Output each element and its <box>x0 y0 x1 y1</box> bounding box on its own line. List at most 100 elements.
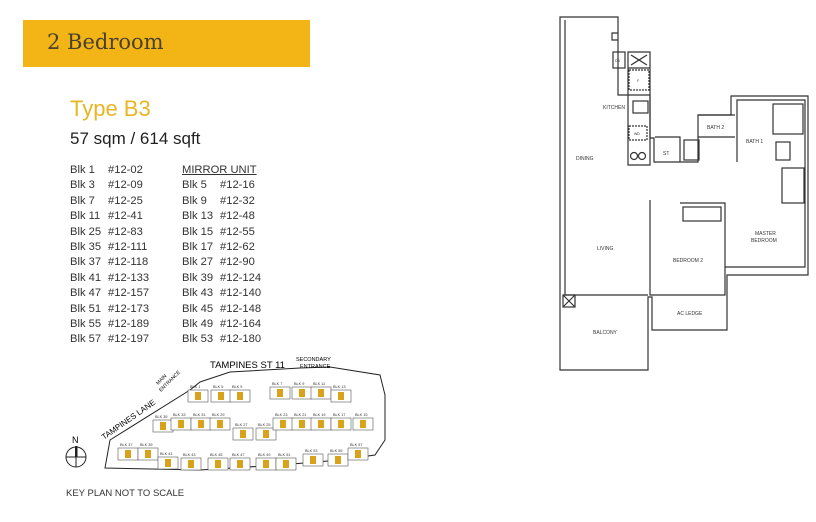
key-plan-block: BLK 41 <box>157 452 179 470</box>
block-label: BLK 9 <box>232 385 242 389</box>
unit-row: Blk 55 #12-189 <box>70 317 149 332</box>
key-plan-block: BLK 17 <box>330 413 352 431</box>
block-number: Blk 43 <box>182 287 214 300</box>
key-plan-block: BLK 57 <box>347 443 369 461</box>
unit-number: #12-16 <box>220 179 255 192</box>
unit-number: #12-83 <box>108 225 143 238</box>
block-number: Blk 47 <box>70 287 102 300</box>
block-number: Blk 13 <box>182 210 214 223</box>
block-label: BLK 5 <box>213 385 223 389</box>
block-label: BLK 49 <box>258 453 270 457</box>
block-number: Blk 5 <box>182 179 207 192</box>
key-plan-block: BLK 45 <box>207 453 229 471</box>
block-label: BLK 31 <box>193 413 205 417</box>
north-label: N <box>72 435 79 445</box>
key-plan-block: BLK 29 <box>209 413 231 431</box>
unit-number: #12-157 <box>108 287 150 300</box>
unit-number: #12-197 <box>108 333 150 346</box>
unit-number: #12-140 <box>220 287 262 300</box>
unit-number: #12-124 <box>220 271 262 284</box>
db-label: DB <box>615 59 621 63</box>
block-number: Blk 55 <box>70 318 102 331</box>
unit-number: #12-111 <box>108 241 148 254</box>
block-label: BLK 55 <box>330 449 342 453</box>
block-number: Blk 51 <box>70 302 102 315</box>
mirror-row: Blk 53 #12-180 <box>182 332 261 347</box>
block-number: Blk 45 <box>182 302 214 315</box>
road-top-label: TAMPINES ST 11 <box>210 360 285 371</box>
block-number: Blk 49 <box>182 318 214 331</box>
ac-ledge-label: AC LEDGE <box>677 311 703 317</box>
unit-number: #12-09 <box>108 179 143 192</box>
block-label: BLK 47 <box>232 453 244 457</box>
mirror-unit-heading: MIRROR UNIT <box>182 164 257 176</box>
block-number: Blk 25 <box>70 225 102 238</box>
block-number: Blk 3 <box>70 179 95 192</box>
unit-number: #12-90 <box>220 256 255 269</box>
unit-number: #12-25 <box>108 194 143 207</box>
block-number: Blk 41 <box>70 271 102 284</box>
block-label: BLK 9 <box>294 382 304 386</box>
block-label: BLK 37 <box>120 443 132 447</box>
key-plan-block: BLK 49 <box>255 453 277 471</box>
bedroom-banner: 2 Bedroom <box>23 20 310 67</box>
dining-label: DINING <box>576 156 594 162</box>
block-label: BLK 29 <box>212 413 224 417</box>
unit-row: Blk 51 #12-173 <box>70 302 149 317</box>
block-label: BLK 51 <box>278 453 290 457</box>
key-plan-block: BLK 25 <box>255 423 277 441</box>
mirror-row: Blk 9#12-32 <box>182 194 261 209</box>
block-number: Blk 39 <box>182 271 214 284</box>
unit-number: #12-180 <box>220 333 262 346</box>
mirror-row: Blk 43 #12-140 <box>182 286 261 301</box>
block-label: BLK 39 <box>140 443 152 447</box>
block-label: BLK 53 <box>305 449 317 453</box>
key-plan-block: BLK 53 <box>302 449 324 467</box>
bath2-label: BATH 2 <box>707 125 724 131</box>
mirror-row: Blk 15 #12-55 <box>182 225 261 240</box>
block-label: BLK 25 <box>258 423 270 427</box>
secondary-entrance-1: SECONDARY <box>296 357 331 363</box>
key-plan-block: BLK 43 <box>180 453 202 471</box>
mirror-row: Blk 45#12-148 <box>182 302 261 317</box>
key-plan-block: BLK 13 <box>330 385 352 403</box>
block-label: BLK 45 <box>210 453 222 457</box>
key-plan-block: BLK 33 <box>170 413 192 431</box>
block-label: BLK 27 <box>235 423 247 427</box>
block-label: BLK 17 <box>333 413 345 417</box>
unit-number: #12-189 <box>108 318 150 331</box>
block-number: Blk 7 <box>70 194 95 207</box>
block-label: BLK 21 <box>294 413 306 417</box>
fridge-label: F <box>637 79 639 83</box>
unit-number: #12-173 <box>108 302 150 315</box>
block-number: Blk 15 <box>182 225 214 238</box>
unit-number: #12-164 <box>220 318 262 331</box>
block-label: BLK 19 <box>313 413 325 417</box>
block-label: BLK 33 <box>173 413 185 417</box>
block-label: BLK 41 <box>160 452 172 456</box>
secondary-entrance-2: ENTRANCE <box>300 364 331 370</box>
bath1-label: BATH 1 <box>746 139 763 145</box>
master-bedroom-label-2: BEDROOM <box>751 238 777 244</box>
unit-row: Blk 41#12-133 <box>70 271 149 286</box>
block-label: BLK 43 <box>183 453 195 457</box>
block-number: Blk 53 <box>182 333 214 346</box>
key-plan-block: BLK 21 <box>291 413 313 431</box>
key-plan-block: BLK 7 <box>269 382 291 400</box>
bedroom2-label: BEDROOM 2 <box>673 258 703 264</box>
block-label: BLK 35 <box>155 415 167 419</box>
mirror-row: Blk 5 #12-16 <box>182 178 261 193</box>
block-label: BLK 7 <box>272 382 282 386</box>
unit-row: Blk 35#12-111 <box>70 240 149 255</box>
block-number: Blk 1 <box>70 164 95 176</box>
unit-number: #12-55 <box>220 225 255 238</box>
kitchen-label: KITCHEN <box>603 105 625 111</box>
block-label: BLK 13 <box>333 385 345 389</box>
key-plan-block: BLK 1 <box>187 385 209 403</box>
unit-row: Blk 57#12-197 <box>70 332 149 347</box>
unit-number: #12-02 <box>108 164 143 176</box>
key-plan-note: KEY PLAN NOT TO SCALE <box>66 488 185 499</box>
